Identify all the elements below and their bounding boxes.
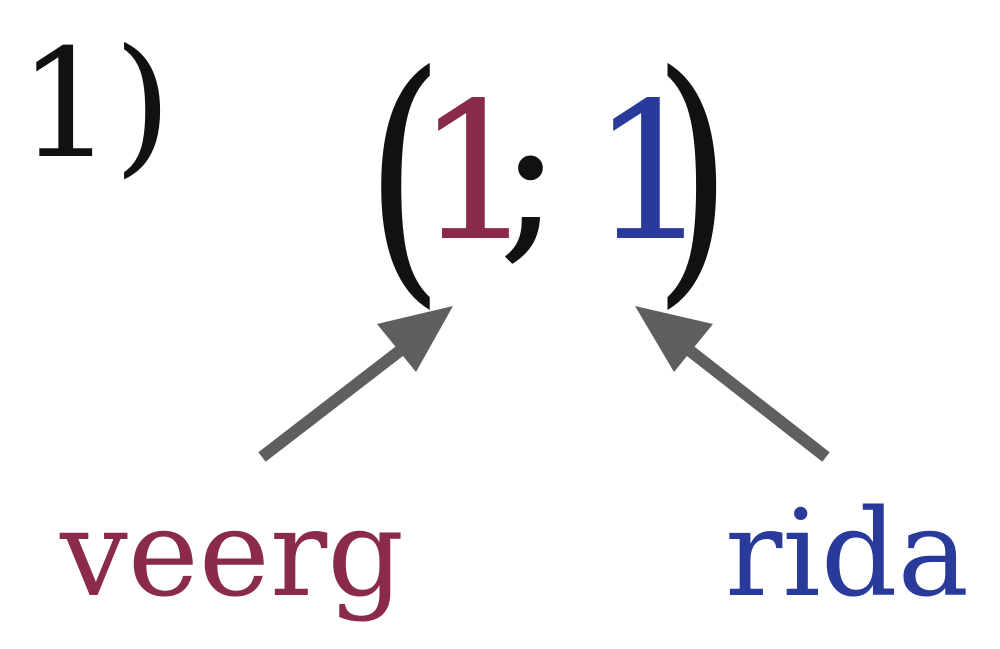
- y-coordinate: 1: [590, 62, 711, 283]
- arrow-to-y: [635, 306, 830, 462]
- label-row-word: rida: [725, 485, 970, 624]
- arrow-to-x-shaft: [258, 338, 414, 462]
- left-parenthesis: (: [365, 17, 445, 332]
- arrow-to-y-head: [635, 306, 713, 372]
- coordinate-separator: ;: [498, 62, 563, 283]
- label-column-word: veerg: [60, 485, 405, 624]
- right-parenthesis: ): [653, 17, 733, 332]
- arrow-to-y-shaft: [676, 338, 830, 462]
- arrow-to-x: [258, 306, 453, 462]
- arrow-to-x-head: [377, 306, 453, 372]
- x-coordinate: 1: [415, 62, 536, 283]
- item-number: 1): [18, 18, 172, 192]
